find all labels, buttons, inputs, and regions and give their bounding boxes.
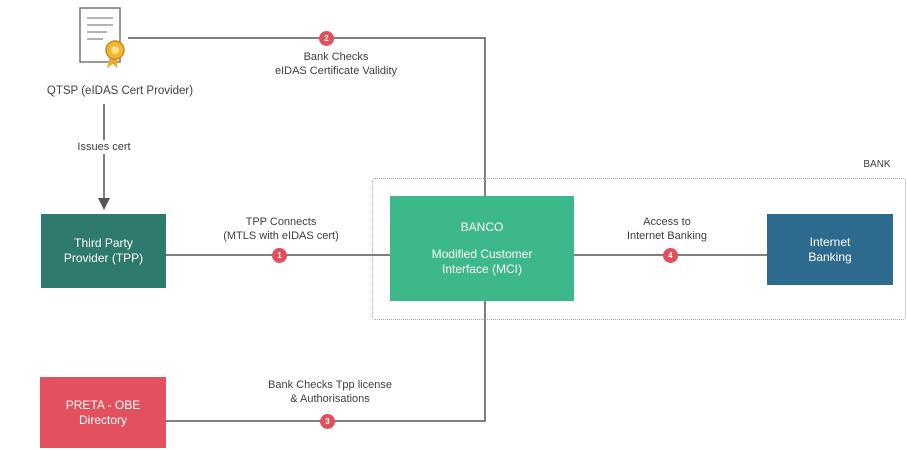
- preta-line2: Directory: [78, 412, 127, 427]
- certificate-icon: [77, 6, 133, 72]
- internet-banking-node: Internet Banking: [767, 214, 893, 285]
- step-1-line2: (MTLS with eIDAS cert): [223, 230, 339, 242]
- step-1-badge: 1: [272, 248, 287, 263]
- preta-directory-node: PRETA - OBE Directory: [40, 377, 166, 448]
- step-4-label: Access to Internet Banking: [592, 215, 742, 243]
- ib-line2: Banking: [808, 249, 852, 264]
- banco-mci-node: BANCO Modified Customer Interface (MCI): [390, 196, 574, 301]
- step-2-label: Bank Checks eIDAS Certificate Validity: [236, 50, 436, 78]
- step-1-label: TPP Connects (MTLS with eIDAS cert): [186, 215, 376, 243]
- step-1-line1: TPP Connects: [245, 216, 317, 228]
- tpp-node: Third Party Provider (TPP): [41, 214, 166, 288]
- step-4-line2: Internet Banking: [626, 230, 708, 242]
- step-4-badge: 4: [663, 248, 678, 263]
- bank-label: BANK: [863, 159, 891, 170]
- banco-line3: Interface (MCI): [441, 262, 522, 276]
- step-2-badge: 2: [319, 31, 334, 46]
- step-4-line1: Access to: [643, 216, 691, 228]
- step-3-badge: 3: [320, 414, 335, 429]
- step-3-label: Bank Checks Tpp license & Authorisations: [215, 378, 445, 406]
- preta-line1: PRETA - OBE: [65, 397, 141, 412]
- step-2-line1: Bank Checks: [303, 51, 369, 63]
- edge-qtsp-bank: [128, 37, 486, 196]
- ib-line1: Internet: [809, 234, 851, 249]
- step-3-line1: Bank Checks Tpp license: [268, 379, 392, 391]
- tpp-line2: Provider (TPP): [63, 251, 144, 265]
- banco-line2: Modified Customer: [431, 247, 533, 261]
- tpp-line1: Third Party: [74, 236, 133, 250]
- banco-title: BANCO: [460, 220, 504, 234]
- bank-region: [372, 178, 906, 320]
- step-3-line2: & Authorisations: [290, 393, 370, 405]
- edge-banco-preta: [166, 301, 486, 422]
- step-2-line2: eIDAS Certificate Validity: [274, 65, 398, 77]
- issues-cert-label: Issues cert: [56, 140, 152, 154]
- qtsp-label: QTSP (eIDAS Cert Provider): [46, 85, 194, 97]
